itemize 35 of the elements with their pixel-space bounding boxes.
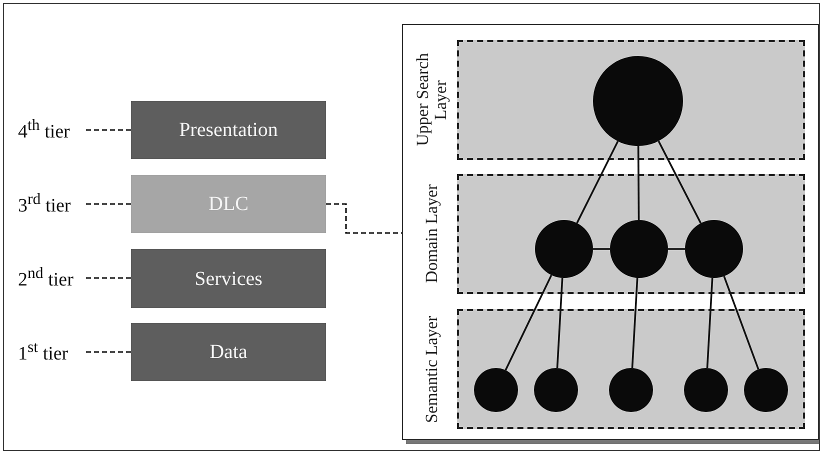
tier-box bbox=[131, 101, 326, 159]
connector-line bbox=[668, 248, 685, 250]
dashed-connector bbox=[86, 277, 131, 279]
connector-line bbox=[556, 278, 564, 368]
connector-line bbox=[504, 274, 552, 371]
connector-line bbox=[723, 276, 760, 370]
node-circle bbox=[534, 368, 578, 412]
tier-box bbox=[131, 175, 326, 233]
tier-box bbox=[131, 323, 326, 381]
tier-name: Data bbox=[210, 341, 248, 363]
connector-line bbox=[637, 146, 640, 220]
node-circle bbox=[684, 368, 728, 412]
tier-name: Presentation bbox=[179, 119, 278, 141]
node-circle bbox=[609, 368, 653, 412]
node-circle bbox=[744, 368, 788, 412]
connector-line bbox=[706, 278, 714, 368]
layer-label: Upper Search Layer bbox=[412, 52, 451, 148]
connector-line bbox=[658, 140, 702, 224]
dashed-connector bbox=[86, 203, 131, 205]
tier-name: DLC bbox=[208, 193, 248, 215]
tier-label: 4$^{th}$ tier bbox=[18, 115, 70, 145]
dashed-connector bbox=[326, 203, 402, 234]
tier-name: Services bbox=[194, 268, 262, 290]
tier-label: 3$^{rd}$ tier bbox=[18, 189, 71, 219]
tier-label: 1$^{st}$ tier bbox=[18, 337, 68, 367]
layer-label: Semantic Layer bbox=[421, 314, 442, 425]
layer-label: Domain Layer bbox=[421, 184, 442, 286]
node-circle bbox=[474, 368, 518, 412]
connector-line bbox=[631, 278, 638, 368]
tier-box bbox=[131, 249, 326, 308]
tier-label: 2$^{nd}$ tier bbox=[18, 263, 74, 293]
connector-line bbox=[593, 248, 610, 250]
connector-line bbox=[576, 140, 619, 224]
dashed-connector bbox=[86, 129, 131, 131]
dashed-connector bbox=[86, 351, 131, 353]
